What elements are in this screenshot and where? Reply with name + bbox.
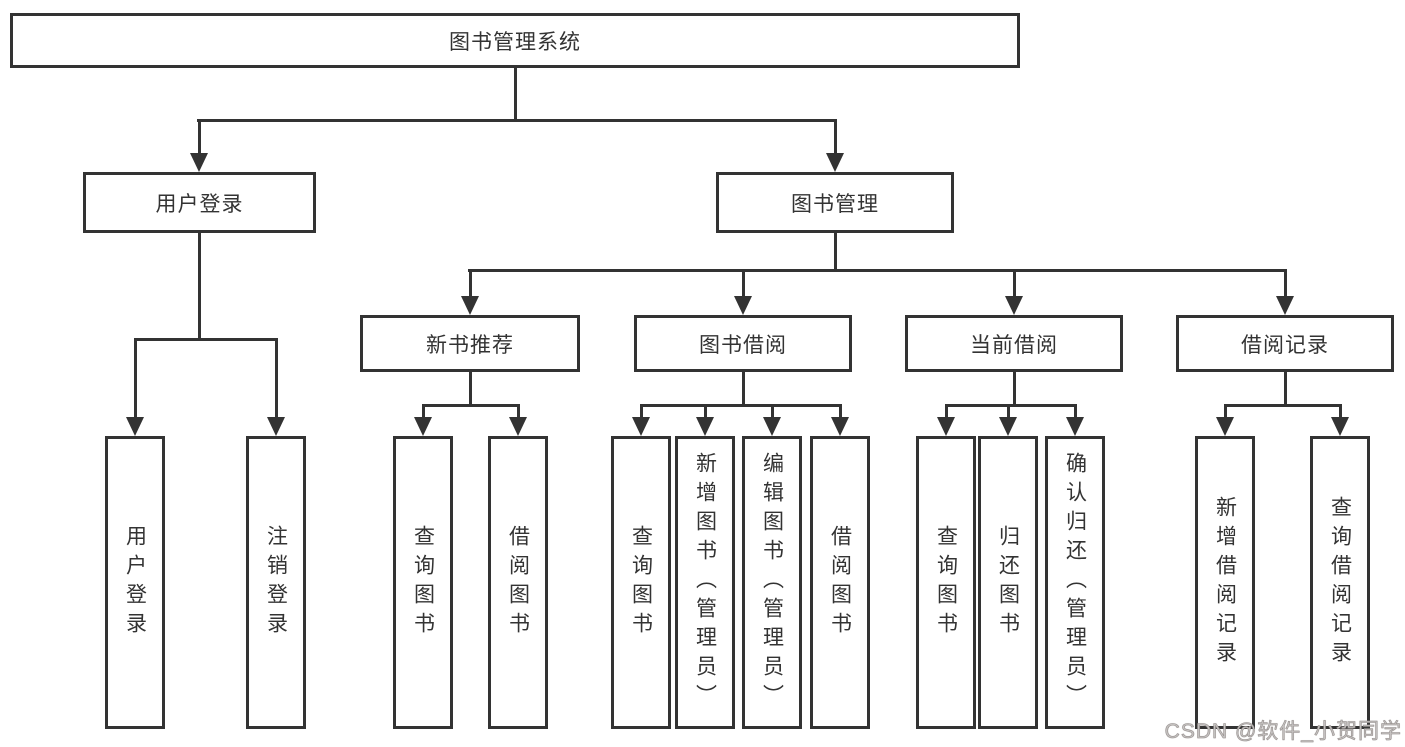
arrow-down — [414, 417, 432, 436]
connector-hline — [1224, 404, 1342, 407]
node-current-borrowing: 当前借阅 — [905, 315, 1123, 372]
arrow-down — [999, 417, 1017, 436]
connector-vline — [1013, 372, 1016, 405]
leaf-recommend-query-books: 查询图书 — [393, 436, 453, 729]
arrow-down — [267, 417, 285, 436]
leaf-borrow-borrow-books: 借阅图书 — [810, 436, 870, 729]
connector-hline — [640, 404, 842, 407]
connector-vline — [704, 404, 707, 419]
leaf-borrow-edit-books-admin: 编辑图书（管理员） — [742, 436, 802, 729]
connector-vline — [945, 404, 948, 419]
leaf-current-query-books: 查询图书 — [916, 436, 976, 729]
connector-vline — [1007, 404, 1010, 419]
node-label: 查询图书 — [411, 524, 435, 641]
node-label: 查询图书 — [934, 524, 958, 641]
arrow-down — [126, 417, 144, 436]
node-label: 图书管理系统 — [449, 30, 581, 54]
arrow-down — [763, 417, 781, 436]
connector-vline — [198, 119, 201, 156]
node-label: 编辑图书（管理员） — [760, 452, 784, 713]
connector-vline — [1074, 404, 1077, 419]
leaf-records-add-borrow-record: 新增借阅记录 — [1195, 436, 1255, 729]
arrow-down — [1005, 296, 1023, 315]
connector-vline — [771, 404, 774, 419]
connector-vline — [834, 233, 837, 270]
node-label: 用户登录 — [123, 524, 147, 641]
node-user-login: 用户登录 — [83, 172, 316, 233]
leaf-borrow-add-books-admin: 新增图书（管理员） — [675, 436, 735, 729]
arrow-down — [696, 417, 714, 436]
connector-vline — [134, 338, 137, 420]
connector-vline — [469, 372, 472, 405]
node-label: 借阅图书 — [828, 524, 852, 641]
leaf-user-login: 用户登录 — [105, 436, 165, 729]
connector-vline — [1284, 372, 1287, 405]
connector-hline — [945, 404, 1077, 407]
arrow-down — [734, 296, 752, 315]
node-label: 图书管理 — [791, 192, 879, 216]
node-label: 借阅记录 — [1241, 333, 1329, 357]
connector-vline — [640, 404, 643, 419]
arrow-down — [1276, 296, 1294, 315]
connector-vline — [1339, 404, 1342, 419]
node-label: 用户登录 — [155, 192, 244, 216]
node-label: 归还图书 — [996, 524, 1020, 641]
node-label: 新增图书（管理员） — [693, 452, 717, 713]
arrow-down — [632, 417, 650, 436]
leaf-records-query-borrow-record: 查询借阅记录 — [1310, 436, 1370, 729]
node-label: 查询图书 — [629, 524, 653, 641]
leaf-user-logout: 注销登录 — [246, 436, 306, 729]
node-label: 借阅图书 — [506, 524, 530, 641]
node-book-borrowing: 图书借阅 — [634, 315, 852, 372]
node-label: 注销登录 — [264, 524, 288, 641]
connector-vline — [839, 404, 842, 419]
arrow-down — [509, 417, 527, 436]
connector-vline — [198, 233, 201, 340]
connector-hline — [197, 119, 837, 122]
node-label: 确认归还（管理员） — [1063, 452, 1087, 713]
node-label: 图书借阅 — [699, 333, 787, 357]
arrow-down — [190, 153, 208, 172]
connector-vline — [275, 338, 278, 420]
arrow-down — [1216, 417, 1234, 436]
arrow-down — [1331, 417, 1349, 436]
connector-vline — [742, 269, 745, 298]
leaf-recommend-borrow-books: 借阅图书 — [488, 436, 548, 729]
connector-vline — [742, 372, 745, 405]
node-library-management-system: 图书管理系统 — [10, 13, 1020, 68]
watermark: CSDN @软件_小贺同学 — [1164, 720, 1402, 744]
node-borrowing-records: 借阅记录 — [1176, 315, 1394, 372]
connector-vline — [1013, 269, 1016, 298]
node-new-book-recommendation: 新书推荐 — [360, 315, 580, 372]
node-book-management: 图书管理 — [716, 172, 954, 233]
arrow-down — [461, 296, 479, 315]
connector-vline — [469, 269, 472, 298]
node-label: 新增借阅记录 — [1213, 495, 1237, 670]
arrow-down — [826, 153, 844, 172]
connector-hline — [468, 269, 1286, 272]
connector-vline — [517, 404, 520, 419]
connector-vline — [1224, 404, 1227, 419]
node-label: 当前借阅 — [970, 333, 1058, 357]
connector-vline — [1284, 269, 1287, 298]
leaf-borrow-query-books: 查询图书 — [611, 436, 671, 729]
arrow-down — [831, 417, 849, 436]
node-label: 新书推荐 — [426, 333, 514, 357]
leaf-current-confirm-return-admin: 确认归还（管理员） — [1045, 436, 1105, 729]
leaf-current-return-books: 归还图书 — [978, 436, 1038, 729]
connector-vline — [834, 119, 837, 156]
connector-vline — [514, 68, 517, 120]
arrow-down — [1066, 417, 1084, 436]
connector-hline — [422, 404, 520, 407]
connector-vline — [422, 404, 425, 419]
connector-hline — [134, 338, 278, 341]
arrow-down — [937, 417, 955, 436]
node-label: 查询借阅记录 — [1328, 495, 1352, 670]
